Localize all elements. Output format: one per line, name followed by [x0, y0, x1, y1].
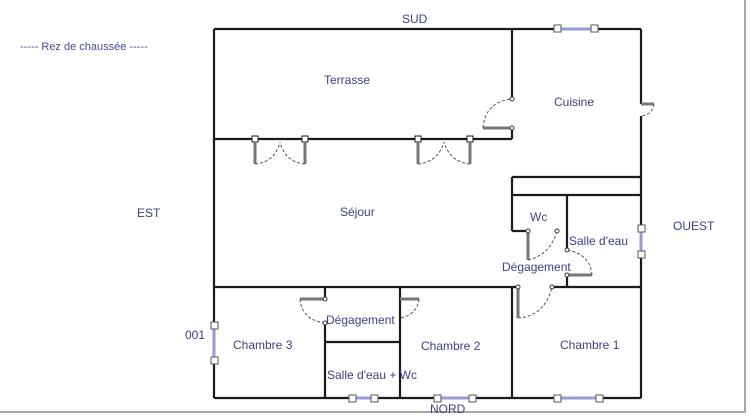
window-salle-deau-west — [637, 224, 646, 259]
marker-label: 001 — [185, 328, 206, 342]
cuisine-exterior-door — [640, 102, 655, 117]
room-chambre-3: Chambre 3 — [233, 338, 293, 352]
chambre3-door — [299, 296, 328, 326]
room-wc: Wc — [530, 210, 548, 224]
room-degagement-2: Dégagement — [326, 313, 395, 327]
french-door-2 — [414, 135, 474, 165]
window-chambre2-north — [433, 394, 477, 403]
window-sde-north — [348, 394, 379, 403]
chambre1-door — [515, 284, 555, 319]
room-sejour: Séjour — [340, 205, 375, 219]
room-chambre-2: Chambre 2 — [421, 339, 481, 353]
orientation-east: EST — [137, 206, 161, 220]
room-terrasse: Terrasse — [324, 73, 371, 87]
window-cuisine-south — [553, 24, 599, 33]
orientation-west: OUEST — [673, 219, 715, 233]
room-chambre-1: Chambre 1 — [560, 338, 620, 352]
orientation-south: SUD — [402, 12, 428, 26]
room-cuisine: Cuisine — [554, 95, 595, 109]
floor-legend: ----- Rez de chaussée ----- — [20, 41, 148, 53]
room-salle-deau-wc: Salle d'eau + Wc — [327, 368, 418, 382]
salle-deau-door — [564, 247, 593, 278]
page-frame — [0, 0, 746, 413]
window-chambre1-north — [553, 394, 604, 403]
room-salle-deau: Salle d'eau — [569, 234, 629, 248]
french-door-1 — [251, 135, 309, 165]
window-chambre3-east — [210, 321, 219, 365]
cuisine-door — [482, 96, 515, 131]
wc-door — [525, 228, 560, 261]
room-degagement-1: Dégagement — [502, 260, 571, 274]
orientation-north: NORD — [430, 402, 466, 416]
chambre2-door — [399, 297, 420, 319]
